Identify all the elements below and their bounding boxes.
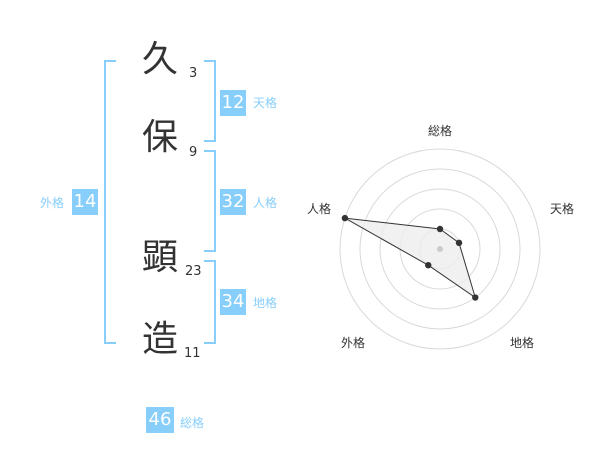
jinkaku-label: 人格 (253, 196, 278, 210)
gaikaku-value: 14 (72, 189, 98, 215)
radar-center-dot (437, 246, 443, 252)
stroke-count-3: 23 (185, 264, 202, 279)
radar-label-tenkaku: 天格 (550, 202, 575, 216)
radar-point-4 (425, 261, 432, 269)
soukaku-label: 総格 (180, 416, 205, 430)
gaikaku-label: 外格 (40, 196, 65, 210)
name-char-3: 顕 (141, 237, 178, 278)
radar-label-chikaku: 地格 (510, 336, 535, 350)
name-char-1: 久 (141, 39, 178, 80)
radar-label-soukaku: 総格 (428, 124, 453, 138)
radar-ring (379, 188, 501, 310)
radar-point-1 (436, 225, 444, 233)
stroke-count-4: 11 (184, 346, 201, 361)
radar-ring (359, 168, 521, 330)
radar-label-jinkaku: 人格 (307, 202, 332, 216)
chikaku-value: 34 (220, 289, 246, 315)
jinkaku-value: 32 (220, 189, 246, 215)
soukaku-value: 46 (146, 407, 174, 433)
radar-point-5 (341, 214, 349, 222)
radar-points (341, 214, 479, 301)
chikaku-bracket (204, 260, 216, 344)
tenkaku-bracket (204, 60, 216, 142)
jinkaku-bracket (204, 150, 216, 252)
name-char-4: 造 (141, 319, 178, 360)
radar-ring (339, 148, 541, 350)
radar-rings (339, 148, 541, 350)
chikaku-label: 地格 (253, 296, 278, 310)
radar-polygon-group (344, 217, 477, 299)
radar-label-gaikaku: 外格 (341, 336, 366, 350)
radar-point-3 (472, 294, 479, 301)
name-char-2: 保 (141, 117, 178, 158)
stroke-count-1: 3 (189, 66, 198, 81)
tenkaku-value: 12 (220, 90, 246, 116)
stroke-count-2: 9 (189, 145, 198, 160)
tenkaku-label: 天格 (253, 96, 278, 110)
gaikaku-bracket (104, 60, 116, 344)
radar-polygon (344, 217, 477, 299)
radar-point-2 (455, 239, 463, 247)
